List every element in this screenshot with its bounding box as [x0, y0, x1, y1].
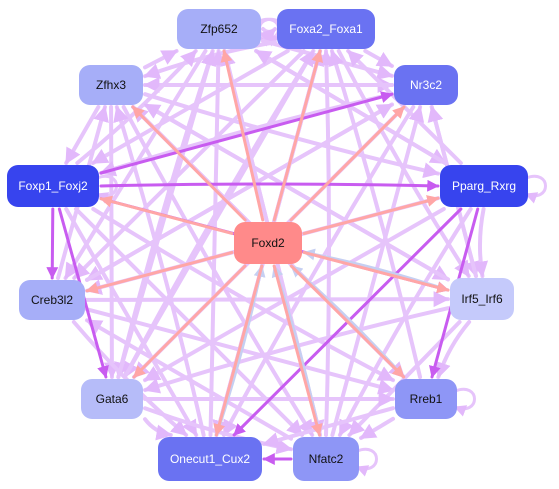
- node-box: [293, 437, 359, 481]
- node-box: [277, 9, 375, 49]
- edge-regular: [259, 27, 277, 45]
- center-edge-layer: [85, 49, 450, 437]
- edge-from-center: [272, 49, 324, 222]
- node-nr3c2: Nr3c2: [394, 65, 458, 105]
- edge-regular: [143, 92, 440, 179]
- node-zfp652: Zfp652: [177, 9, 261, 49]
- edge-regular: [221, 105, 416, 437]
- node-irf5-irf6: Irf5_Irf6: [450, 278, 514, 320]
- edge-from-center: [220, 49, 265, 222]
- node-box: [440, 165, 528, 207]
- node-label: Nr3c2: [410, 78, 442, 92]
- node-gata6: Gata6: [81, 379, 143, 419]
- node-label: Nfatc2: [309, 452, 344, 466]
- edge-from-center: [302, 195, 440, 235]
- node-box: [395, 379, 457, 419]
- edge-from-center: [99, 195, 234, 235]
- edge-regular: [64, 105, 101, 165]
- edge-regular: [116, 49, 217, 379]
- node-box: [158, 437, 262, 481]
- node-label: Zfp652: [200, 22, 238, 36]
- node-label: Gata6: [96, 392, 129, 406]
- node-box: [394, 65, 458, 105]
- node-box: [7, 165, 99, 207]
- edge-from-center: [132, 264, 247, 379]
- node-box: [79, 65, 143, 105]
- node-label: Irf5_Irf6: [461, 292, 503, 306]
- edge-from-center: [272, 264, 323, 437]
- edge-from-center: [302, 250, 450, 294]
- edge-from-center: [289, 264, 406, 379]
- node-foxp1-foxj2: Foxp1_Foxj2: [7, 165, 99, 207]
- node-box: [19, 280, 85, 320]
- node-box: [234, 222, 302, 264]
- edge-regular: [208, 49, 227, 437]
- edge-regular: [85, 102, 394, 282]
- edge-from-center: [213, 264, 264, 437]
- node-rreb1: Rreb1: [395, 379, 457, 419]
- edge-regular: [143, 49, 179, 70]
- edge-regular: [359, 416, 395, 440]
- edge-regular: [122, 49, 316, 379]
- node-onecut1-cux2: Onecut1_Cux2: [158, 437, 262, 481]
- node-label: Rreb1: [410, 392, 443, 406]
- edge-regular: [472, 207, 489, 278]
- edge-regular: [262, 406, 395, 448]
- node-nfatc2: Nfatc2: [293, 437, 359, 481]
- edge-from-center: [85, 251, 234, 294]
- node-foxa2-foxa1: Foxa2_Foxa1: [277, 9, 375, 49]
- edge-strong: [46, 207, 59, 280]
- node-label: Foxa2_Foxa1: [289, 22, 363, 36]
- edge-regular: [363, 49, 394, 68]
- node-pparg-rxrg: Pparg_Rxrg: [440, 165, 528, 207]
- node-box: [450, 278, 514, 320]
- edge-strong: [99, 179, 440, 192]
- edge-regular: [143, 417, 173, 441]
- edge-regular: [318, 49, 335, 437]
- edge-regular: [85, 291, 450, 308]
- node-label: Foxd2: [251, 236, 285, 250]
- edge-strong: [99, 91, 394, 175]
- node-label: Onecut1_Cux2: [170, 452, 250, 466]
- node-label: Zfhx3: [96, 78, 126, 92]
- node-foxd2: Foxd2: [234, 222, 302, 264]
- node-box: [81, 379, 143, 419]
- node-box: [177, 9, 261, 49]
- self-loop-edge: [524, 174, 547, 204]
- edge-regular: [85, 318, 293, 441]
- edge-from-center: [289, 105, 406, 222]
- edge-regular: [143, 207, 446, 383]
- node-zfhx3: Zfhx3: [79, 65, 143, 105]
- node-label: Foxp1_Foxj2: [18, 179, 88, 193]
- node-label: Pparg_Rxrg: [452, 179, 516, 193]
- node-label: Creb3l2: [31, 293, 73, 307]
- node-creb3l2: Creb3l2: [19, 280, 85, 320]
- self-loop-edge: [453, 387, 476, 417]
- edge-regular: [143, 102, 450, 282]
- self-loop-edge: [355, 447, 378, 477]
- edge-from-center: [131, 105, 247, 222]
